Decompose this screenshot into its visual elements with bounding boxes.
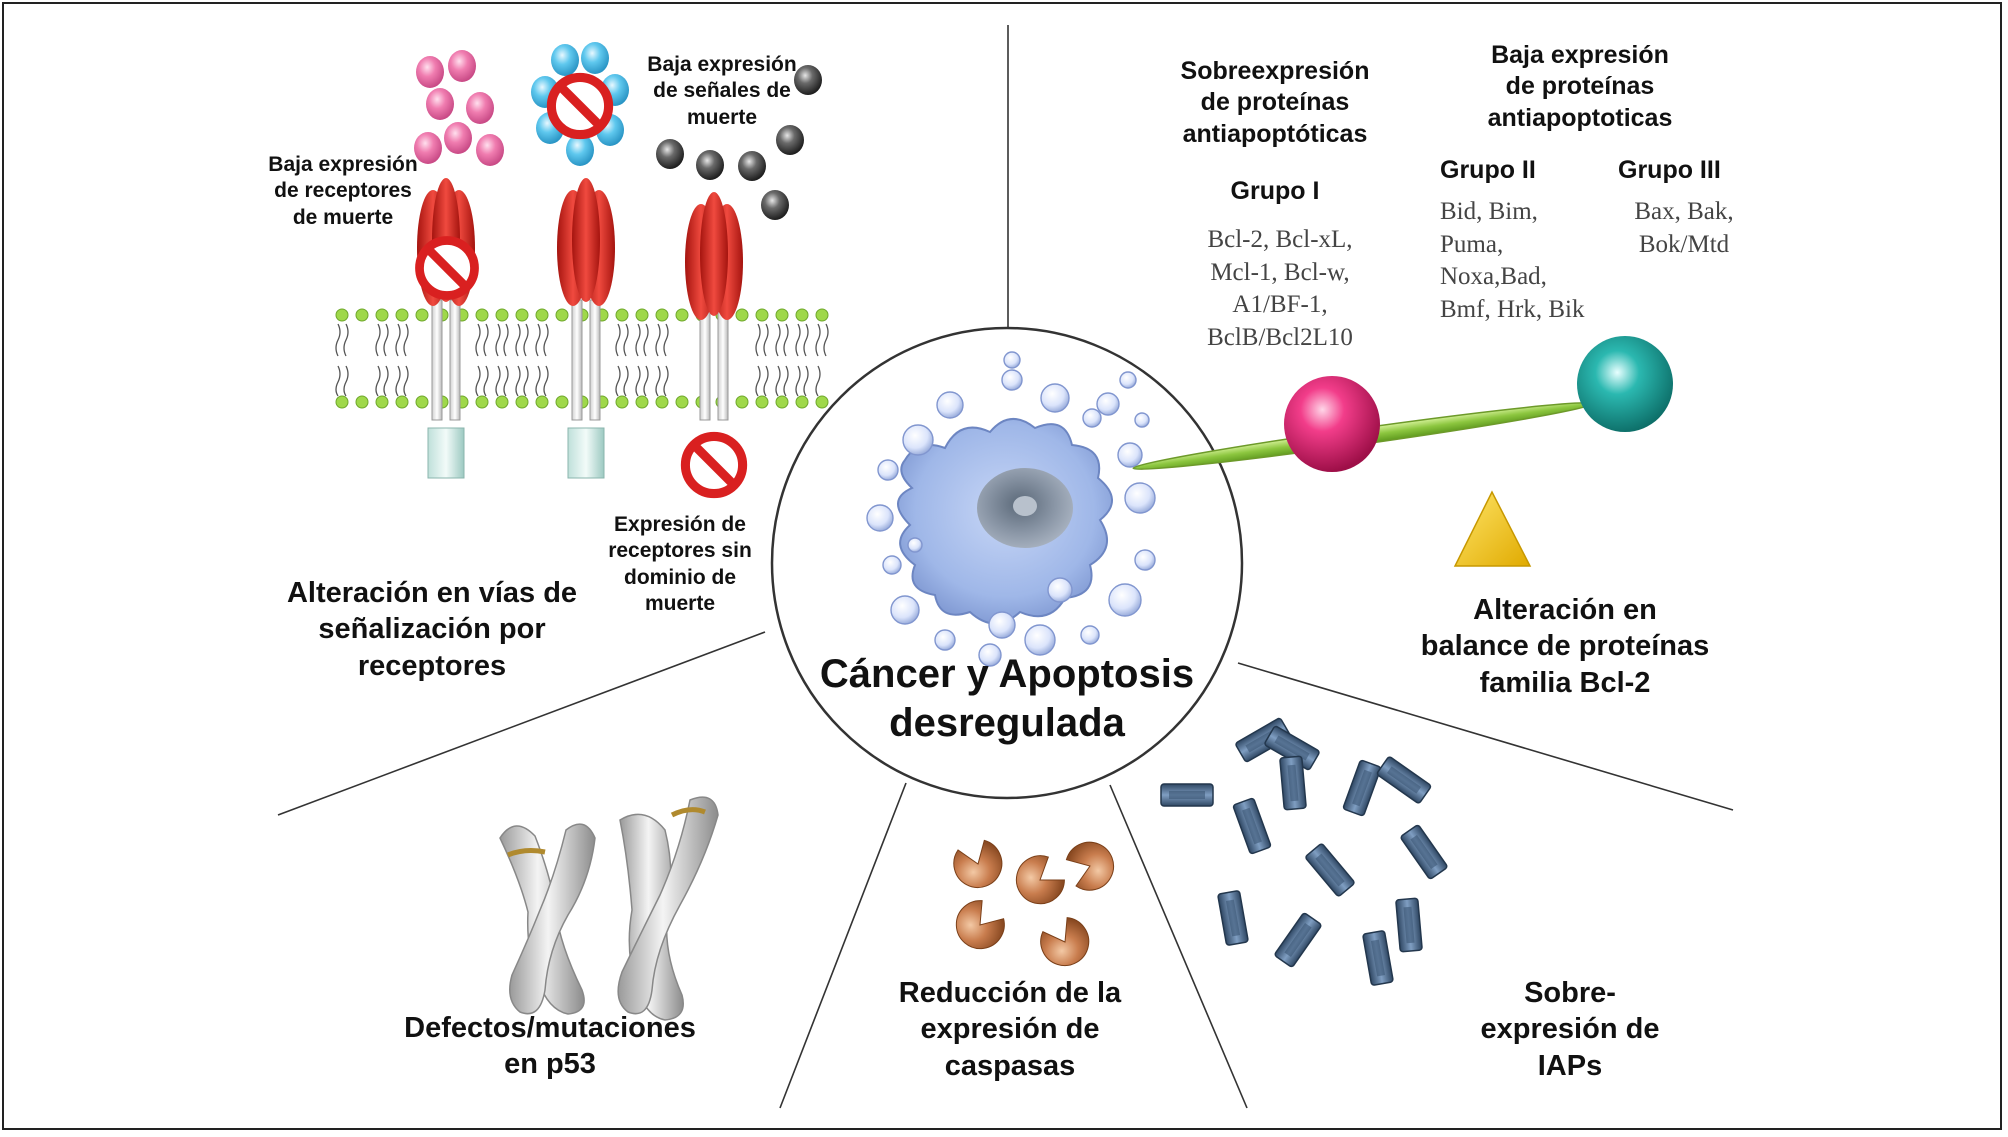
divider-lines (277, 25, 1734, 1109)
pro-apoptotic-sphere (1577, 336, 1673, 432)
label-low-expression-proteins: Baja expresión de proteínas antiapoptoti… (1487, 41, 1673, 132)
apoptotic-cell-illustration (866, 351, 1156, 667)
label-overexpression-anti-apoptotic: Sobreexpresión de proteínas antiapoptóti… (1180, 57, 1370, 148)
list-group-3-proteins: Bax, Bak, Bok/Mtd (1634, 198, 1734, 258)
list-group-1-proteins: Bcl-2, Bcl-xL, Mcl-1, Bcl-w, A1/BF-1, Bc… (1207, 226, 1353, 351)
p53-chromosomes (499, 796, 719, 1021)
block-icon (685, 436, 742, 493)
section-label-iaps: Sobre- expresión de IAPs (1480, 977, 1660, 1082)
section-label-bcl2-balance: Alteración en balance de proteínas famil… (1420, 594, 1710, 699)
pink-death-ligands (414, 50, 504, 166)
gray-death-signals (656, 65, 822, 220)
section-label-caspases: Reducción de la expresión de caspasas (898, 977, 1122, 1082)
anti-apoptotic-sphere (1284, 376, 1380, 472)
list-group-2-proteins: Bid, Bim, Puma, Noxa,Bad, Bmf, Hrk, Bik (1440, 198, 1585, 323)
death-receptor (557, 178, 615, 479)
center-title: Cáncer y Apoptosis desregulada (819, 652, 1195, 745)
bcl2-balance-scale (1132, 336, 1673, 567)
iap-molecules (1160, 716, 1449, 987)
label-group-1: Grupo I (1230, 177, 1320, 205)
decoy-receptor-no-death-domain (685, 192, 743, 421)
label-low-death-signal-expression: Baja expresión de señales de muerte (647, 53, 797, 129)
block-icon (420, 241, 475, 296)
caspase-molecules (946, 834, 1121, 975)
label-low-receptor-expression: Baja expresión de receptores de muerte (268, 153, 418, 229)
section-label-p53: Defectos/mutaciones en p53 (404, 1012, 696, 1081)
label-group-3: Grupo III (1618, 156, 1721, 184)
label-receptors-without-domain: Expresión de receptores sin dominio de m… (608, 513, 752, 615)
block-icon (551, 77, 608, 134)
label-group-2: Grupo II (1440, 156, 1536, 184)
section-label-receptors: Alteración en vías de señalización por r… (286, 577, 578, 682)
